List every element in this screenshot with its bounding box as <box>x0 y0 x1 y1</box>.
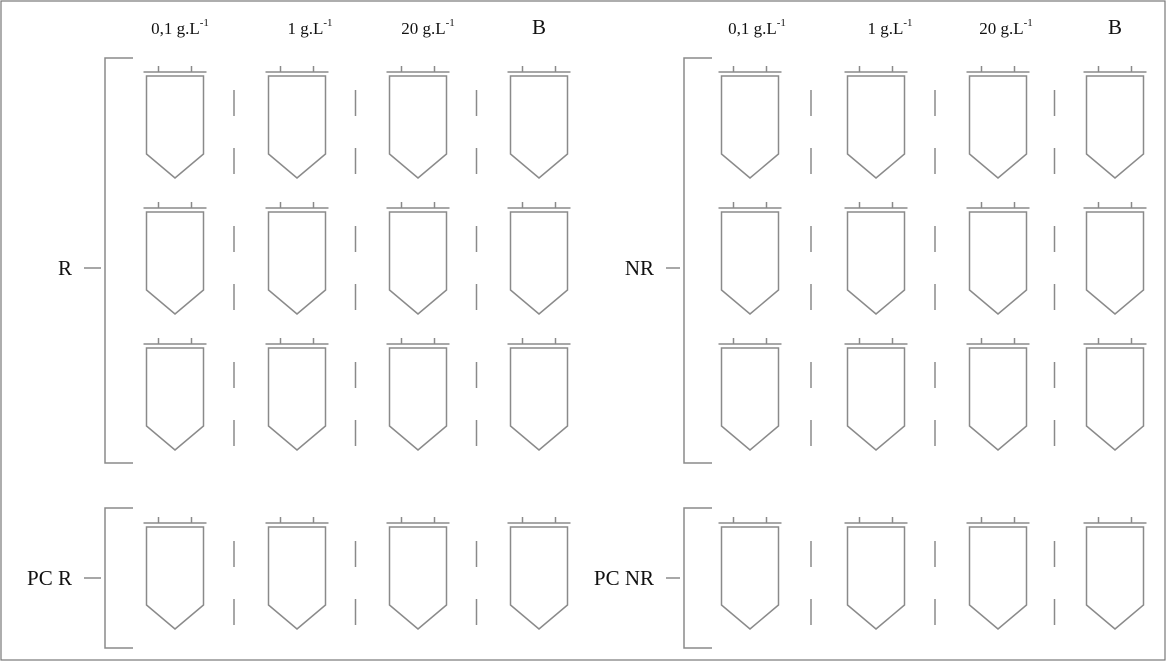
column-header-label: 1 g.L-1 <box>287 17 332 38</box>
tube-icon <box>386 66 450 179</box>
tube-icon <box>143 202 207 315</box>
labels: 0,1 g.L-1 1 g.L-1 20 g.L-1 B R PC R 0,1 g.L-1 1… <box>27 15 1122 590</box>
group-label: PC R <box>27 566 72 590</box>
column-header-label: 0,1 g.L-1 <box>151 17 209 38</box>
tube-icon <box>265 66 329 179</box>
tube-icon <box>718 202 782 315</box>
tube-icon <box>143 517 207 630</box>
tube-icon <box>966 338 1030 451</box>
tube-icon <box>718 66 782 179</box>
tube-icon <box>844 66 908 179</box>
tube-icon <box>1083 202 1147 315</box>
tube-icon <box>1083 338 1147 451</box>
group-bracket <box>104 57 133 464</box>
tube-icon <box>844 517 908 630</box>
column-header-label: 20 g.L-1 <box>979 17 1033 38</box>
group-bracket <box>683 507 712 649</box>
group-brackets <box>84 57 712 649</box>
tube-icon <box>265 202 329 315</box>
column-header-label: 0,1 g.L-1 <box>728 17 786 38</box>
tube-icon <box>966 66 1030 179</box>
tube-icon <box>718 517 782 630</box>
tube-icon <box>507 66 571 179</box>
tube-icon <box>507 338 571 451</box>
group-label: NR <box>625 256 654 280</box>
tube-icon <box>718 338 782 451</box>
tube-icon <box>844 338 908 451</box>
tube-icon <box>1083 517 1147 630</box>
column-header-label: B <box>532 15 546 39</box>
group-label: R <box>58 256 72 280</box>
tube-icon <box>1083 66 1147 179</box>
group-bracket <box>104 507 133 649</box>
group-bracket <box>683 57 712 464</box>
tube-icon <box>143 66 207 179</box>
tube-icon <box>966 202 1030 315</box>
tube-icon <box>386 517 450 630</box>
tube-icon <box>507 517 571 630</box>
tube-icon <box>844 202 908 315</box>
tube-icon <box>386 202 450 315</box>
column-header-label: 20 g.L-1 <box>401 17 455 38</box>
tube-icon <box>265 338 329 451</box>
tube-icon <box>507 202 571 315</box>
column-separators <box>233 90 1056 625</box>
tube-icon <box>966 517 1030 630</box>
column-header-label: 1 g.L-1 <box>867 17 912 38</box>
tube-icon <box>265 517 329 630</box>
group-label: PC NR <box>594 566 654 590</box>
tube-grid <box>143 66 1147 630</box>
column-header-label: B <box>1108 15 1122 39</box>
tube-icon <box>143 338 207 451</box>
tube-icon <box>386 338 450 451</box>
